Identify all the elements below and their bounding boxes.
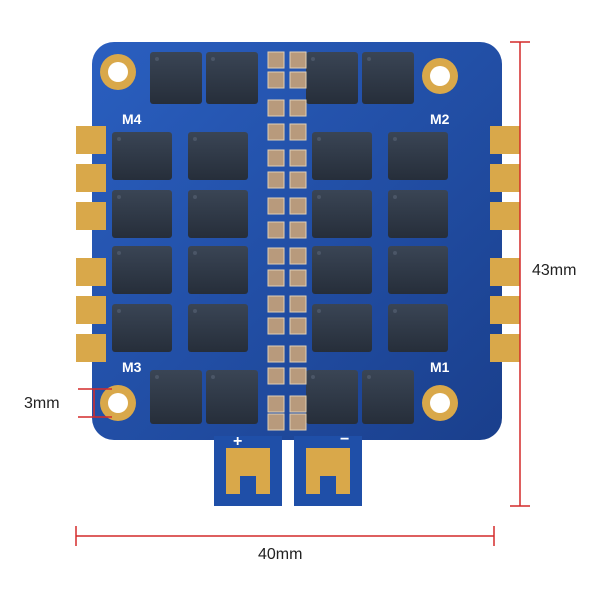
capacitor (267, 221, 285, 239)
capacitor (267, 413, 285, 431)
mosfet-chip (362, 370, 414, 424)
capacitor (267, 71, 285, 89)
hole-dimension-label: 3mm (24, 395, 60, 412)
motor-label-m2: M2 (430, 111, 450, 127)
mosfet-chip (188, 132, 248, 180)
mosfet-chip (188, 190, 248, 238)
motor-label-m3: M3 (122, 359, 142, 375)
power-pad-negative (306, 448, 350, 494)
mosfet-chip (388, 132, 448, 180)
height-dimension-line (510, 41, 530, 507)
mosfet-chip (388, 190, 448, 238)
mosfet-chip (312, 304, 372, 352)
mosfet-chip (112, 304, 172, 352)
capacitor (267, 247, 285, 265)
capacitor (267, 295, 285, 313)
mosfet-chip (150, 52, 202, 104)
mount-hole-top-right (422, 58, 458, 94)
height-dimension-label: 43mm (532, 262, 577, 279)
capacitor (289, 149, 307, 167)
mosfet-chip (112, 132, 172, 180)
mount-hole-top-left (100, 54, 136, 90)
capacitor (289, 99, 307, 117)
polarity-positive: + (233, 433, 242, 450)
motor-label-m4: M4 (122, 111, 142, 127)
capacitor (267, 345, 285, 363)
capacitor (267, 197, 285, 215)
capacitor (289, 171, 307, 189)
capacitor (267, 149, 285, 167)
mosfet-chip (306, 370, 358, 424)
capacitor (289, 197, 307, 215)
capacitor (289, 367, 307, 385)
capacitor (267, 171, 285, 189)
mosfet-chip (312, 132, 372, 180)
capacitor (289, 51, 307, 69)
mosfet-chip (312, 190, 372, 238)
mount-hole-bottom-right (422, 385, 458, 421)
capacitor (267, 395, 285, 413)
left-edge-pads (76, 126, 106, 362)
capacitor (267, 51, 285, 69)
capacitor (289, 247, 307, 265)
mosfet-chip (388, 246, 448, 294)
capacitor (289, 123, 307, 141)
capacitor (289, 71, 307, 89)
capacitor (267, 367, 285, 385)
hole-dimension-line (78, 388, 112, 418)
capacitor (289, 345, 307, 363)
mosfet-chip (206, 370, 258, 424)
capacitor (289, 295, 307, 313)
capacitor (289, 269, 307, 287)
mosfet-chip (362, 52, 414, 104)
capacitor (289, 413, 307, 431)
capacitor (289, 317, 307, 335)
mosfet-chip (306, 52, 358, 104)
mosfet-chip (312, 246, 372, 294)
mosfet-chip (112, 246, 172, 294)
width-dimension-line (75, 526, 495, 546)
right-edge-pads (490, 126, 520, 362)
power-pad-positive (226, 448, 270, 494)
capacitor (267, 99, 285, 117)
mosfet-chip (206, 52, 258, 104)
polarity-negative: − (340, 431, 349, 448)
capacitor (289, 221, 307, 239)
capacitor (289, 395, 307, 413)
mosfet-chip (388, 304, 448, 352)
capacitor (267, 317, 285, 335)
mount-hole-bottom-left (100, 385, 136, 421)
capacitor (267, 269, 285, 287)
mosfet-chip (150, 370, 202, 424)
capacitor-column (267, 51, 307, 431)
motor-label-m1: M1 (430, 359, 450, 375)
capacitor (267, 123, 285, 141)
mosfet-chip (188, 246, 248, 294)
mosfet-chips (112, 52, 448, 424)
mosfet-chip (188, 304, 248, 352)
mosfet-chip (112, 190, 172, 238)
width-dimension-label: 40mm (258, 546, 303, 563)
